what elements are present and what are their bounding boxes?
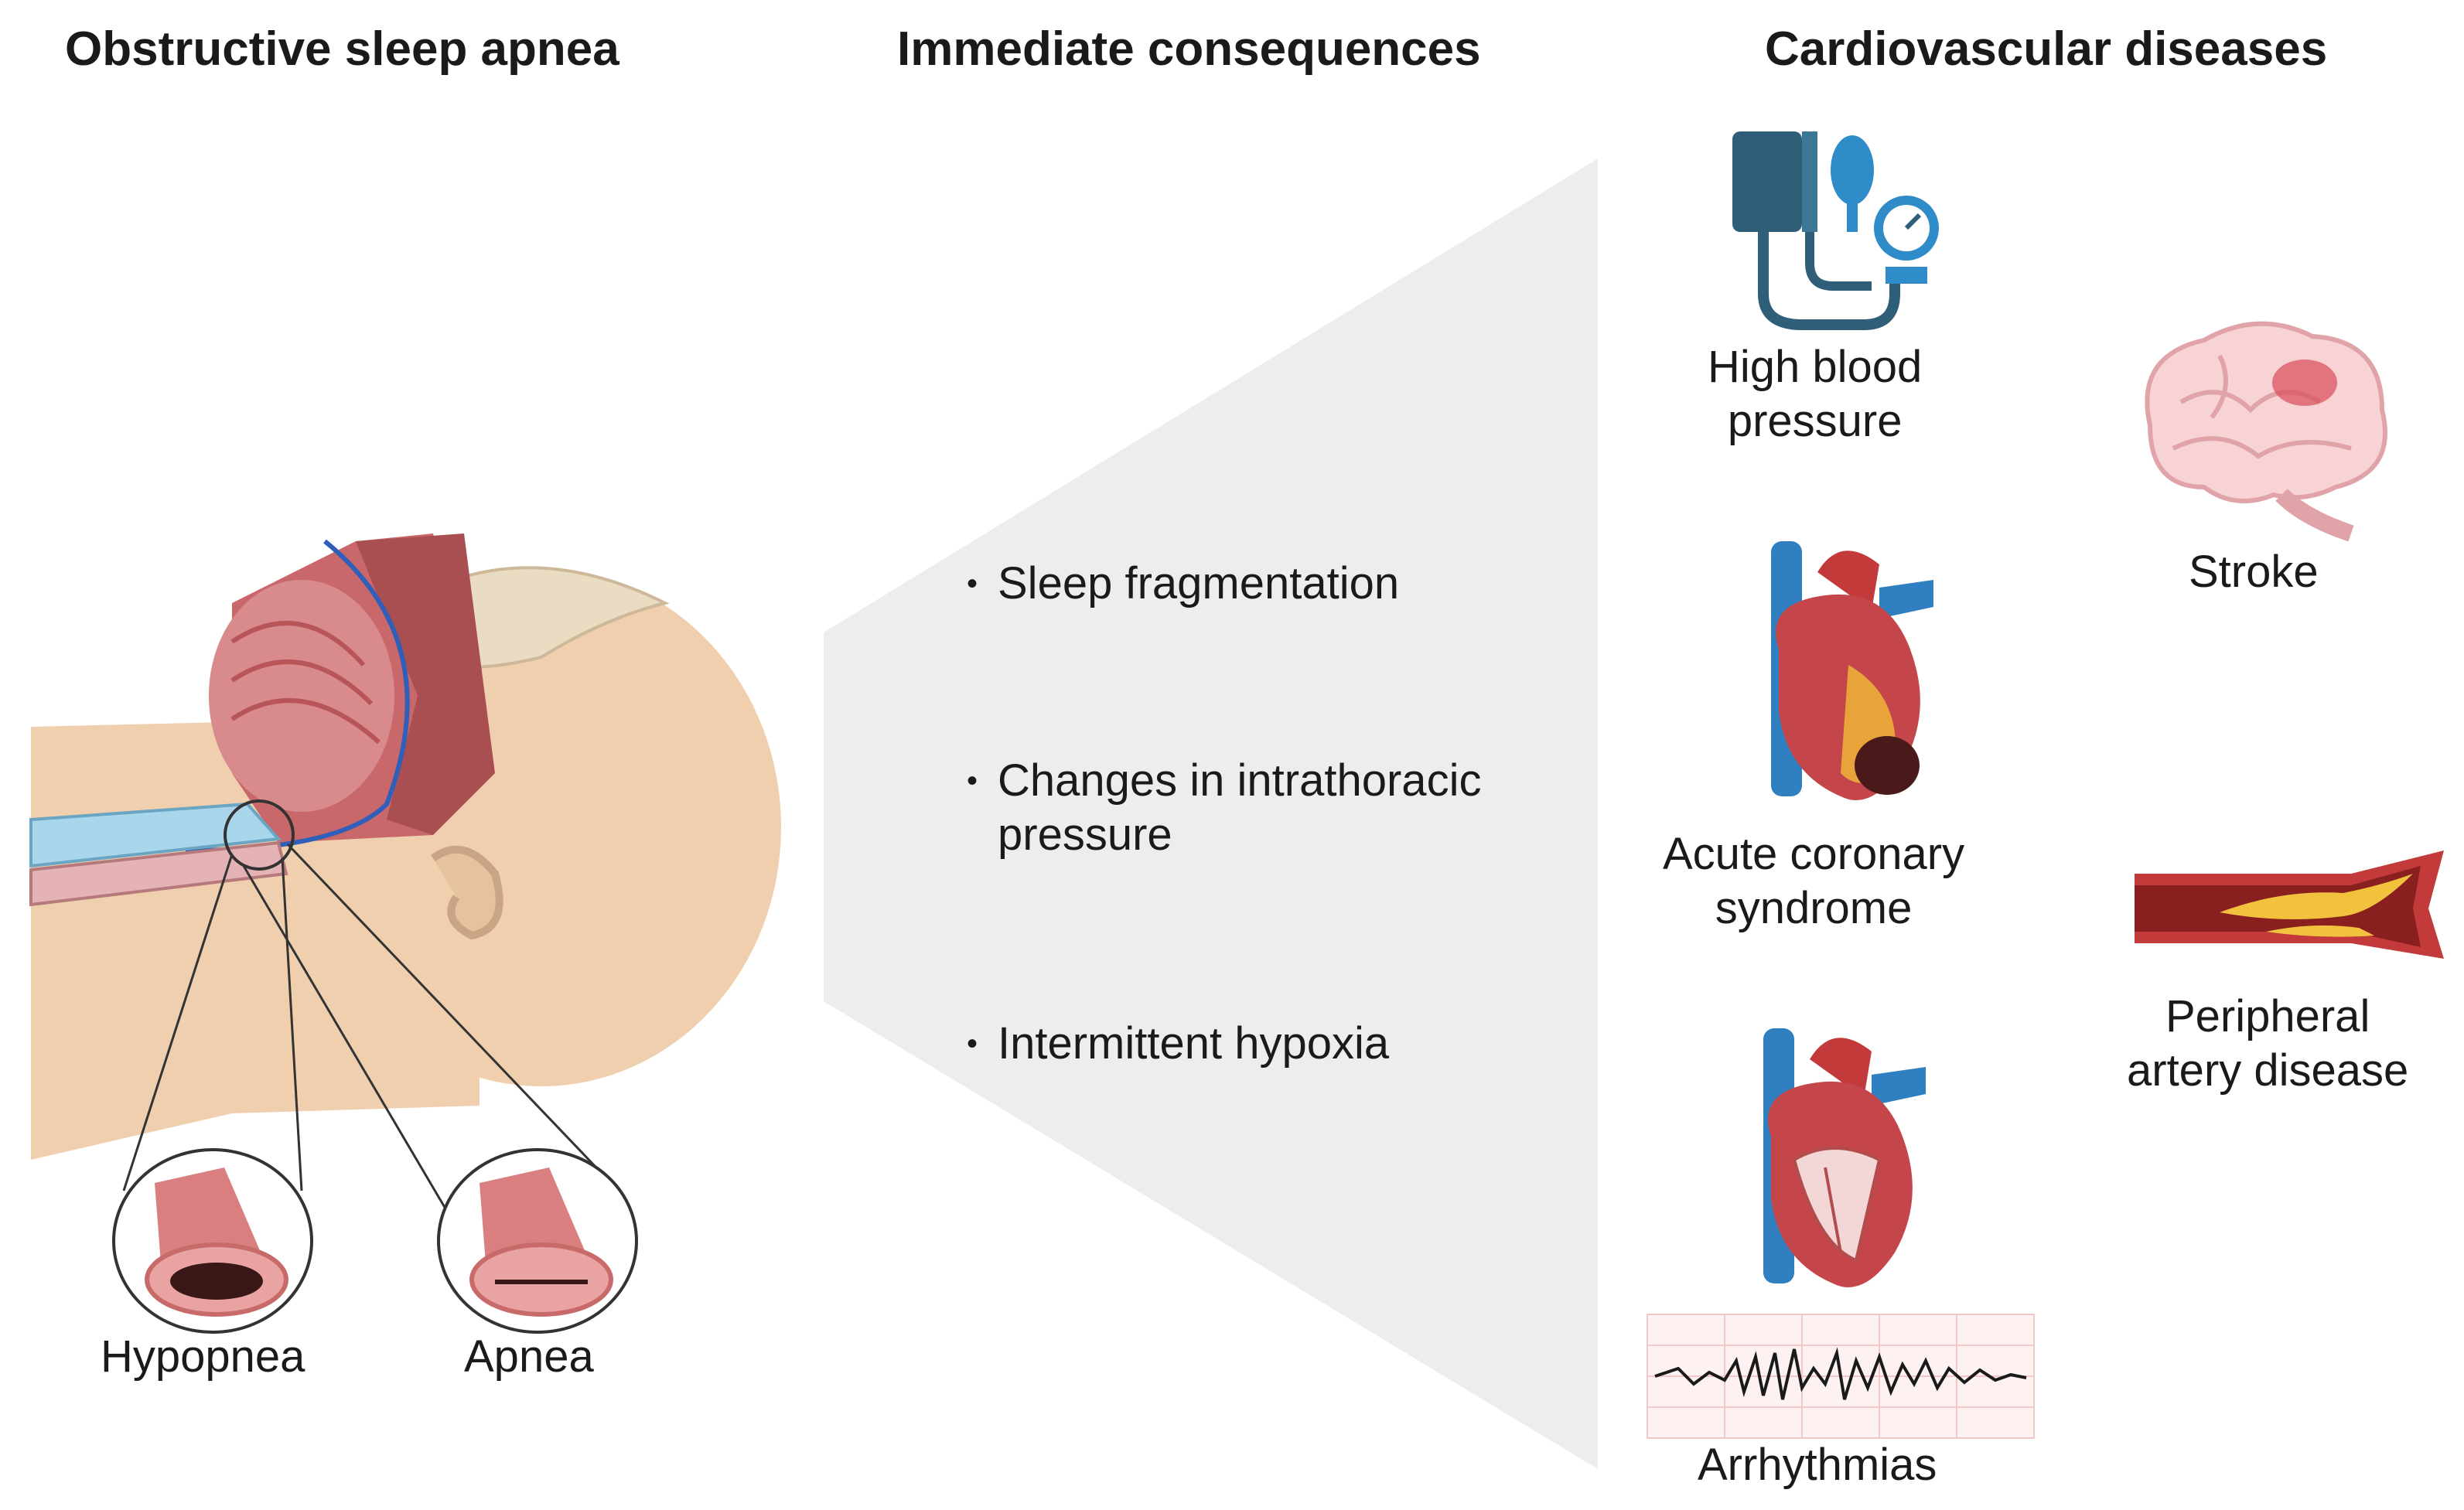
osa-heading: Obstructive sleep apnea [65, 22, 619, 76]
ecg-strip [1647, 1314, 2035, 1439]
high-blood-pressure-label: High blood pressure [1708, 342, 1923, 446]
arrhythmias-label: Arrhythmias [1698, 1440, 1937, 1490]
bullet-dot: • [967, 764, 978, 798]
bullet-dot: • [967, 1027, 978, 1061]
consequence-item: • Sleep fragmentation [967, 557, 1399, 611]
cvd-heading: Cardiovascular diseases [1765, 22, 2328, 76]
brain-icon [2145, 321, 2387, 542]
acute-coronary-syndrome-label: Acute coronary syndrome [1663, 829, 1965, 933]
consequence-text: Intermittent hypoxia [998, 1018, 1390, 1069]
apnea-airway-icon [437, 1148, 638, 1334]
hypopnea-label: Hypopnea [101, 1331, 305, 1382]
head-airway-illustration [29, 533, 781, 1215]
hypopnea-airway-icon [112, 1148, 313, 1334]
consequences-heading: Immediate consequences [897, 22, 1481, 76]
blood-pressure-monitor-icon [1732, 131, 1939, 330]
apnea-label: Apnea [464, 1331, 594, 1382]
heart-infarct-icon [1771, 541, 1933, 800]
consequence-item: • Changes in intrathoracic pressure [967, 754, 1481, 862]
stroke-label: Stroke [2189, 547, 2319, 597]
consequence-text: Sleep fragmentation [998, 558, 1400, 608]
heart-ecg-icon [1763, 1028, 1926, 1287]
bullet-dot: • [967, 567, 978, 601]
consequence-text: Changes in intrathoracic pressure [998, 755, 1482, 860]
artery-plaque-icon [2135, 850, 2444, 959]
peripheral-artery-disease-label: Peripheral artery disease [2127, 991, 2409, 1096]
consequence-item: • Intermittent hypoxia [967, 1017, 1389, 1071]
